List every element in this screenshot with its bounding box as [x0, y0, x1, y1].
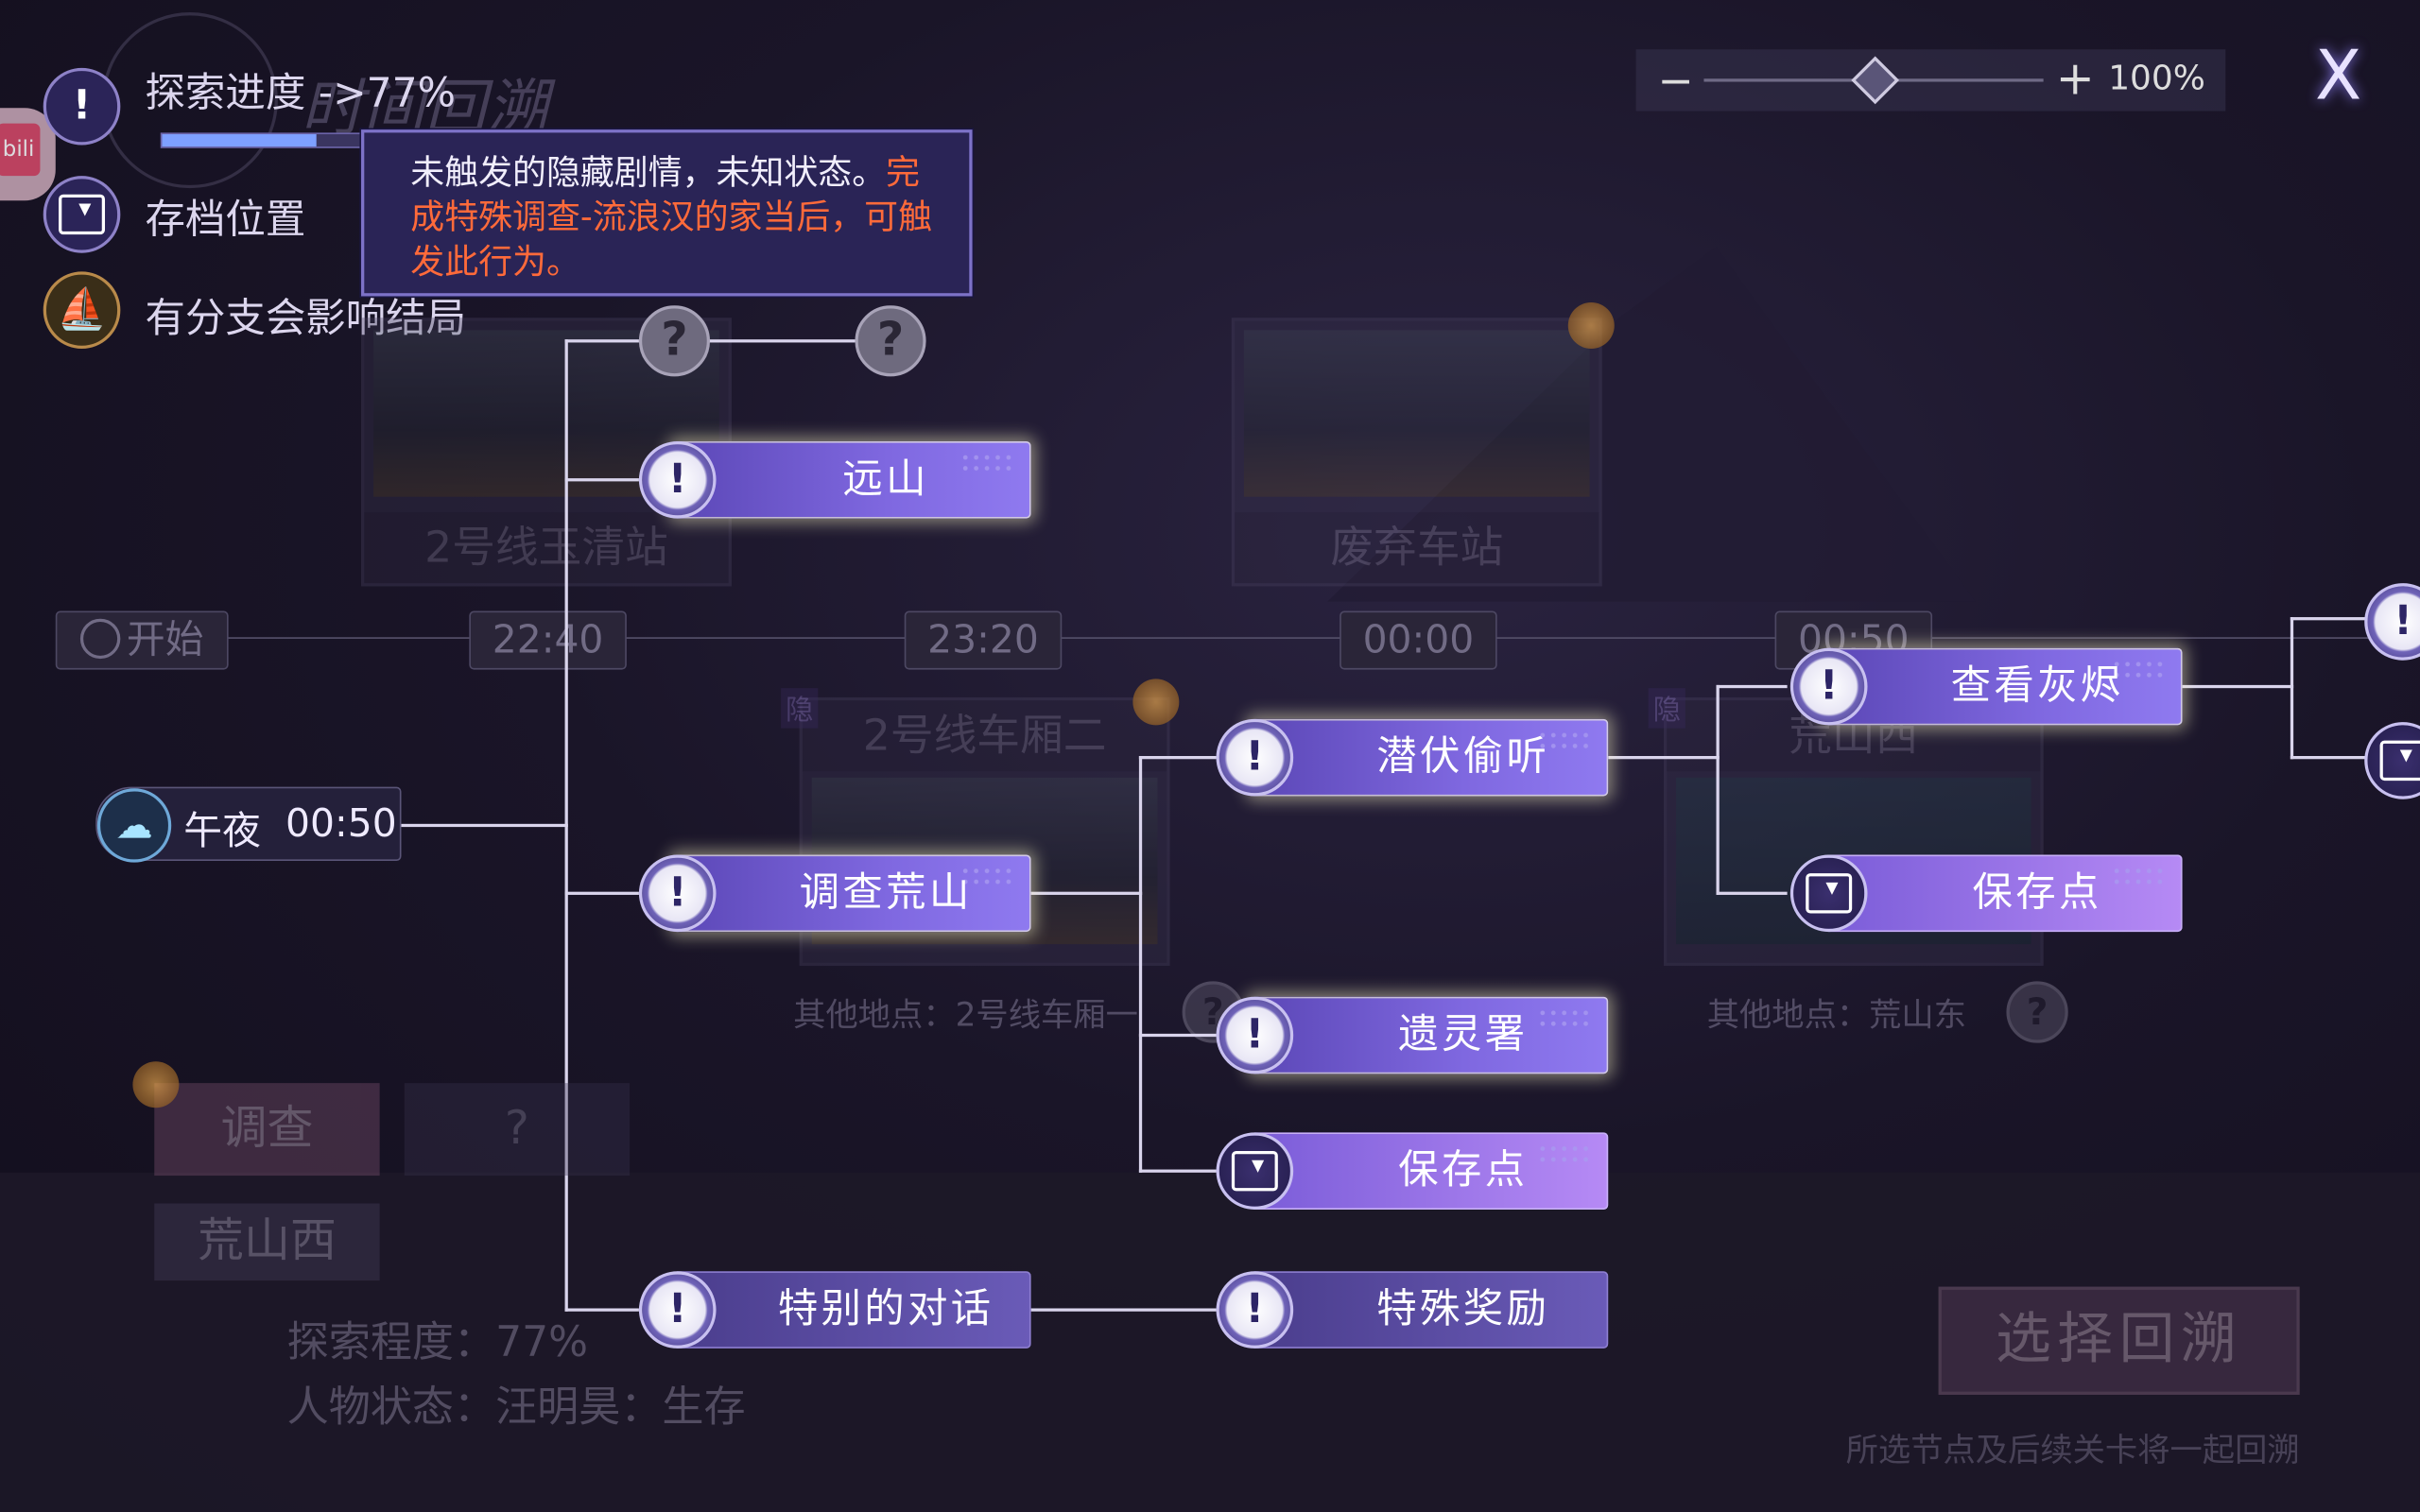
save-node-mid[interactable]: 保存点	[1216, 1132, 1609, 1210]
other-location-car: 其他地点：2号线车厢一	[793, 996, 1138, 1034]
play-icon	[79, 618, 121, 660]
bg-bottom-shade	[0, 1172, 2420, 1512]
hidden-marker: 隐	[781, 688, 819, 729]
story-node-qianfu-touting[interactable]: ! 潜伏偷听	[1216, 718, 1609, 797]
tooltip-plain: 未触发的隐藏剧情，未知状态。	[410, 154, 887, 194]
other-location-help-icon[interactable]: ?	[2006, 981, 2068, 1043]
connector	[2290, 617, 2368, 620]
location-card-abandoned-station: 废弃车站	[1231, 318, 1602, 587]
save-icon	[1789, 854, 1868, 933]
timeline-time-1: 22:40	[469, 610, 627, 670]
timeline-time-3: 00:00	[1340, 610, 1497, 670]
current-time-value: 00:50	[285, 800, 397, 846]
connector	[564, 1308, 639, 1311]
current-time-marker: ☁ 午夜 00:50	[95, 786, 402, 863]
footer-note: 所选节点及后续关卡将一起回溯	[1845, 1432, 2300, 1469]
unknown-node-2[interactable]: ?	[855, 305, 926, 377]
connector	[398, 823, 568, 827]
zoom-slider-thumb[interactable]	[1851, 56, 1900, 105]
story-node-tebie-duihua[interactable]: ! 特别的对话	[638, 1271, 1031, 1349]
select-rewind-button[interactable]: 选择回溯	[1938, 1286, 2300, 1395]
connector	[1716, 684, 1788, 688]
connector	[1030, 1308, 1217, 1311]
panel-tab-unknown[interactable]: ?	[404, 1083, 631, 1177]
progress-text: 探索进度 ->77%	[145, 71, 457, 118]
connector	[564, 339, 567, 1312]
branch-sail-icon: ⛵	[43, 271, 121, 349]
panel-char-status: 人物状态：汪明昊：生存	[286, 1383, 746, 1433]
panel-explore-degree: 探索程度：77%	[286, 1318, 589, 1367]
connector	[703, 339, 856, 342]
timeline-start[interactable]: 开始	[55, 610, 229, 670]
panel-tab-investigate[interactable]: 调查	[154, 1083, 380, 1177]
rain-cloud-icon: ☁	[96, 788, 172, 863]
branch-sail-icon-panel	[132, 1061, 180, 1108]
close-button[interactable]: X	[2314, 37, 2362, 116]
connector	[1138, 1033, 1217, 1037]
story-node-yuanshan[interactable]: ! 远山	[638, 440, 1031, 519]
progress-bar	[160, 132, 365, 148]
connector	[1608, 755, 1720, 759]
zoom-out-button[interactable]: −	[1657, 55, 1694, 107]
hidden-marker-2: 隐	[1648, 688, 1685, 729]
legend-save-text: 存档位置	[145, 197, 306, 244]
timeline-time-2: 23:20	[904, 610, 1063, 670]
connector	[2182, 684, 2294, 688]
progress-bar-fill	[162, 134, 317, 147]
current-time-label: 午夜	[183, 808, 261, 853]
connector	[564, 339, 639, 342]
offscreen-node-save[interactable]	[2364, 722, 2420, 799]
zoom-control: − + 100%	[1635, 49, 2226, 112]
tooltip-highlight: 完成特殊调查-流浪汉的家当后，可触发此行为。	[410, 154, 933, 283]
branch-sail-icon-station	[1567, 301, 1615, 349]
unknown-node-1[interactable]: ?	[638, 305, 711, 377]
save-icon	[1216, 1132, 1294, 1210]
timeline-axis	[61, 637, 2377, 639]
connector	[1030, 891, 1143, 895]
panel-location: 荒山西	[154, 1203, 380, 1281]
exclamation-icon: !	[43, 67, 121, 146]
save-node-right[interactable]: 保存点	[1789, 854, 2183, 933]
connector	[1138, 755, 1217, 759]
connector	[1716, 891, 1788, 895]
connector	[2290, 755, 2368, 759]
zoom-in-button[interactable]: +	[2055, 52, 2095, 107]
legend-branch-text: 有分支会影响结局	[145, 296, 467, 343]
branch-sail-icon-car2	[1132, 679, 1180, 726]
other-location-huangshan: 其他地点：荒山东	[1706, 996, 1966, 1034]
zoom-level: 100%	[2108, 60, 2205, 99]
connector	[1138, 755, 1142, 1173]
tooltip-hidden-story: 未触发的隐藏剧情，未知状态。完成特殊调查-流浪汉的家当后，可触发此行为。	[361, 129, 973, 297]
connector	[2290, 617, 2293, 760]
connector	[564, 891, 639, 895]
connector	[1138, 1169, 1217, 1172]
connector	[1716, 684, 1719, 895]
offscreen-node-exclaim[interactable]: !	[2364, 583, 2420, 661]
story-node-teshu-jiangli[interactable]: ! 特殊奖励	[1216, 1271, 1609, 1349]
story-node-yilingshu[interactable]: ! 遗灵署	[1216, 996, 1609, 1074]
connector	[564, 478, 639, 481]
story-node-chakan-huijin[interactable]: ! 查看灰烬	[1789, 647, 2183, 726]
save-icon	[43, 176, 121, 253]
story-node-diaocha-huangshan[interactable]: ! 调查荒山	[638, 854, 1031, 933]
